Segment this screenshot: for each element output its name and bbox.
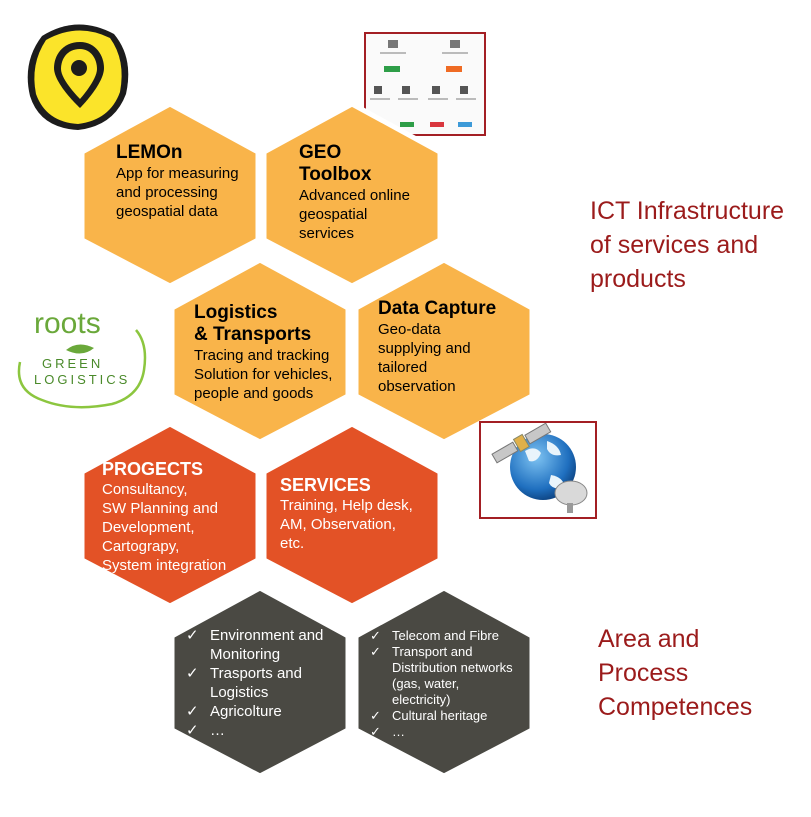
check-icon: ✓: [370, 628, 381, 643]
competence-item: ✓Trasports and Logistics: [186, 665, 302, 701]
competence-item: ✓Telecom and Fibre: [370, 628, 499, 643]
competence-item: ✓…: [186, 722, 225, 739]
hex-geo-toolbox-desc: Advanced online geospatial services: [299, 187, 410, 242]
hex-lemon-title: LEMOn: [116, 142, 183, 163]
hex-lemon-desc: App for measuring and processing geospat…: [116, 165, 239, 220]
competence-item: ✓Environment and Monitoring: [186, 627, 324, 663]
hex-geo-toolbox-title: GEO Toolbox: [299, 142, 372, 185]
hex-services-title: SERVICES: [280, 475, 371, 495]
hex-competences-left: ✓Environment and Monitoring ✓Trasports a…: [166, 584, 354, 780]
check-icon: ✓: [186, 703, 199, 720]
ict-infrastructure-label: ICT Infrastructure of services and produ…: [590, 197, 785, 293]
area-competences-label: Area and Process Competences: [598, 625, 753, 721]
hex-lemon: LEMOn App for measuring and processing g…: [76, 100, 264, 290]
roots-green: GREEN: [42, 356, 104, 371]
check-icon: ✓: [370, 724, 381, 739]
roots-logistics: LOGISTICS: [34, 372, 131, 387]
hex-data-capture-desc: Geo-data supplying and tailored observat…: [378, 321, 471, 395]
competence-item: ✓…: [370, 724, 405, 739]
hex-data-capture: Data Capture Geo-data supplying and tail…: [350, 256, 538, 446]
hex-logistics: Logistics & Transports Tracing and track…: [166, 256, 354, 446]
hex-competences-right: ✓Telecom and Fibre ✓Transport and Distri…: [350, 584, 538, 780]
hex-projects-title: PROGECTS: [102, 459, 204, 479]
competence-item: ✓Transport and Distribution networks (ga…: [370, 644, 513, 707]
check-icon: ✓: [186, 665, 199, 682]
hex-lemon-shape: [79, 101, 261, 289]
check-icon: ✓: [370, 644, 381, 659]
hex-logistics-desc: Tracing and tracking Solution for vehicl…: [194, 347, 333, 402]
check-icon: ✓: [370, 708, 381, 723]
competence-item: ✓Cultural heritage: [370, 708, 488, 723]
hex-services: SERVICES Training, Help desk, AM, Observ…: [258, 420, 446, 610]
hex-geo-toolbox: GEO Toolbox Advanced online geospatial s…: [258, 100, 446, 290]
hex-services-desc: Training, Help desk, AM, Observation, et…: [280, 497, 413, 552]
check-icon: ✓: [186, 722, 199, 739]
hex-projects-desc: Consultancy, SW Planning and Development…: [102, 481, 227, 574]
toolbox-screenshot: [364, 32, 486, 136]
roots-word: roots: [34, 307, 101, 340]
competence-item: ✓Agricolture: [186, 703, 282, 720]
hex-logistics-title: Logistics & Transports: [194, 302, 312, 345]
satellite-globe-image: [479, 421, 597, 519]
hex-projects: PROGECTS Consultancy, SW Planning and De…: [76, 420, 264, 610]
hex-data-capture-title: Data Capture: [378, 298, 497, 319]
check-icon: ✓: [186, 627, 199, 644]
roots-green-logistics-logo: roots GREEN LOGISTICS: [12, 300, 156, 414]
lemon-logo: [22, 18, 134, 136]
